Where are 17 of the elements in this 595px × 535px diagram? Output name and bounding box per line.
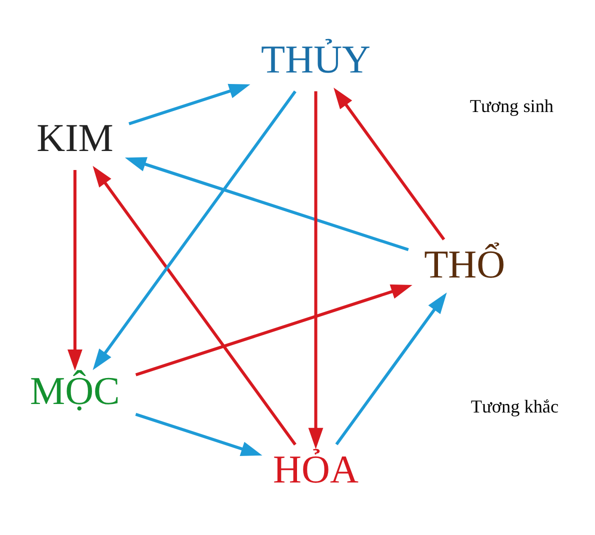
- node-text: HỎA: [273, 446, 358, 491]
- label: Tương sinh: [470, 95, 554, 116]
- arrow: [308, 90, 324, 449]
- arrow: [92, 165, 296, 445]
- node-text: KIM: [36, 115, 114, 160]
- arrow: [135, 412, 262, 456]
- node-text: THỦY: [261, 37, 371, 82]
- node-text: MỘC: [30, 368, 120, 413]
- node-text: THỔ: [424, 242, 506, 286]
- arrow: [124, 156, 409, 251]
- arrow: [334, 87, 446, 240]
- arrow: [128, 83, 250, 125]
- label: Tương khắc: [470, 396, 559, 416]
- arrow: [335, 292, 447, 445]
- arrow: [92, 90, 296, 370]
- arrow: [135, 284, 412, 376]
- arrow: [68, 169, 82, 370]
